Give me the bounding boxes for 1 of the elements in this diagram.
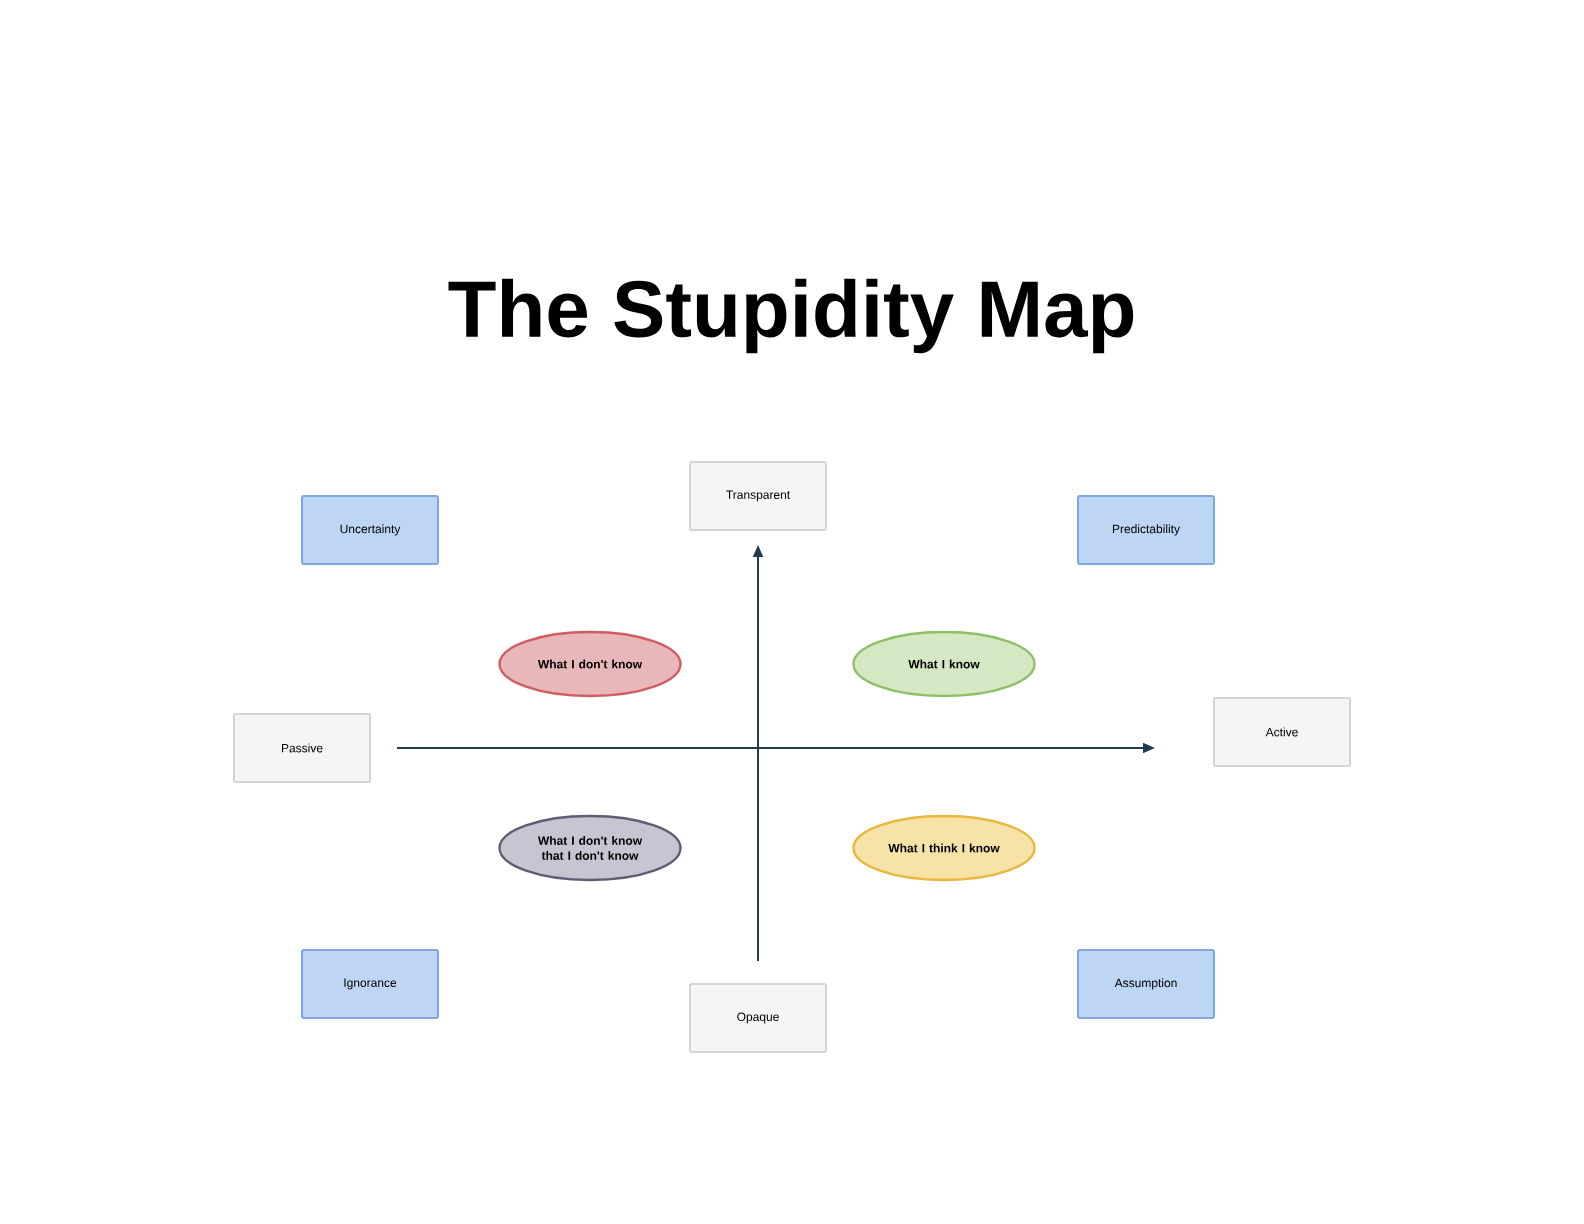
- title: The Stupidity Map: [448, 278, 1134, 354]
